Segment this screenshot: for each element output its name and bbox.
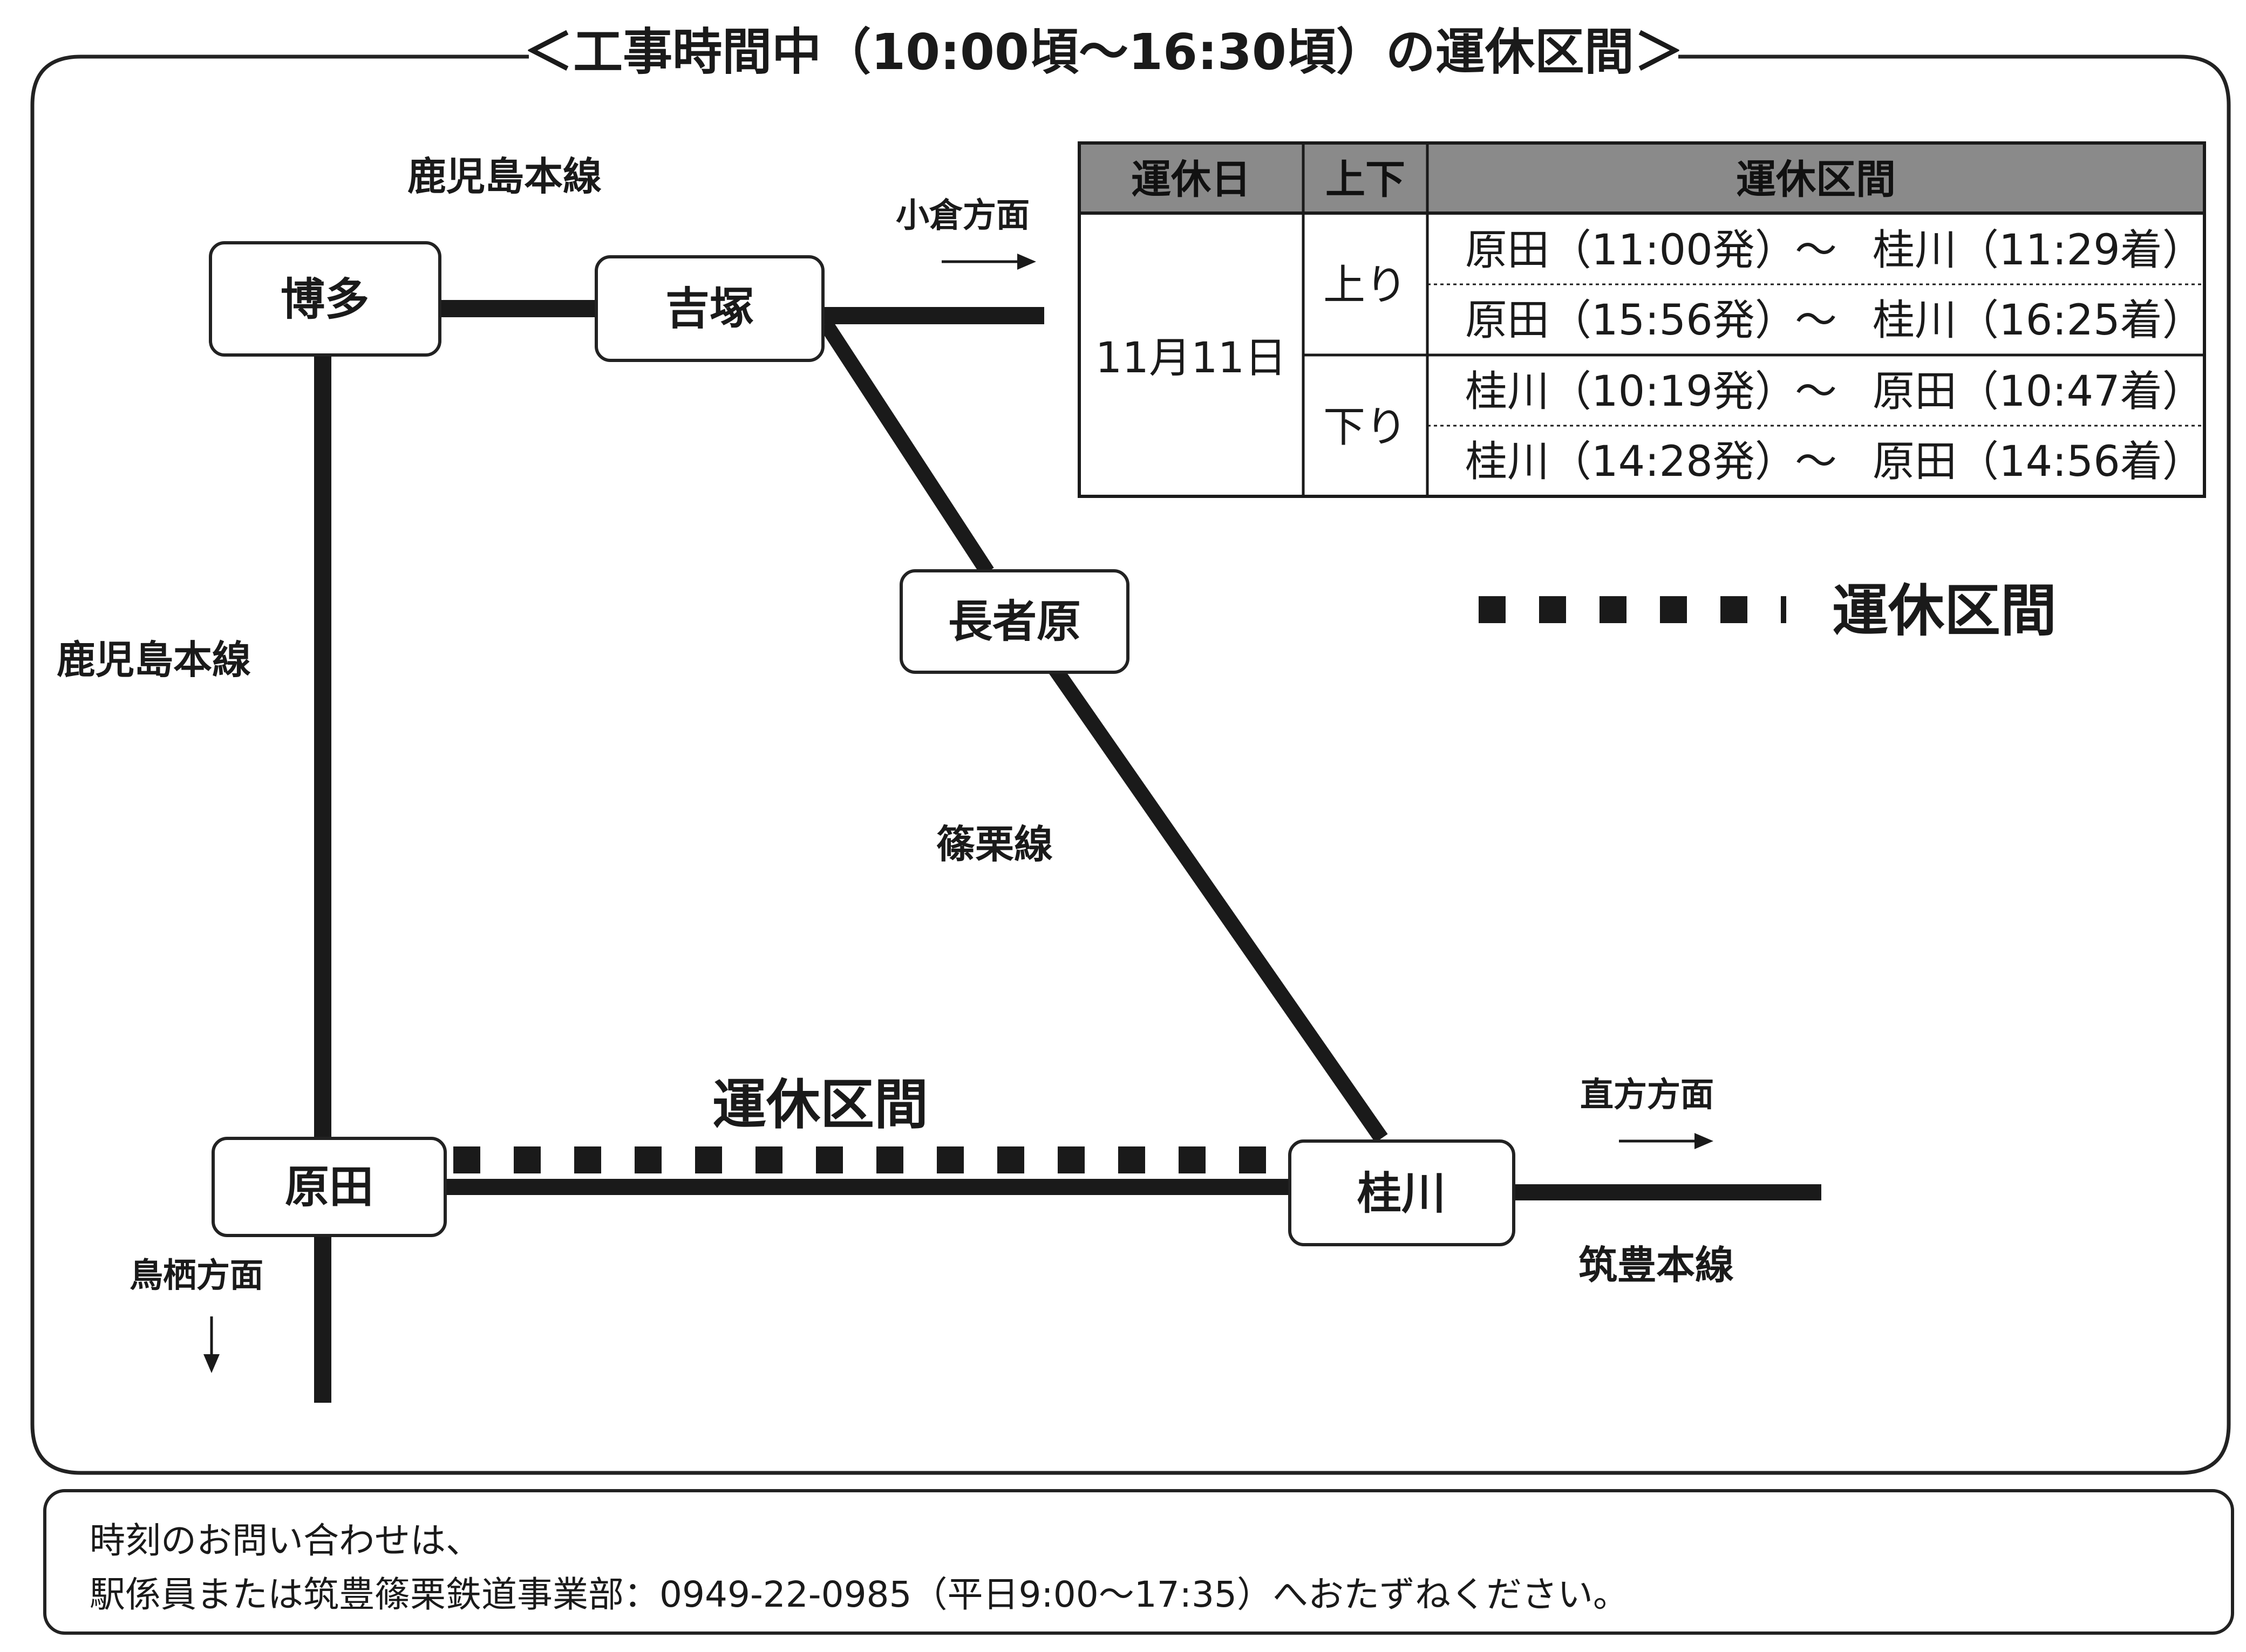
station-yoshizuka-label: 吉塚 — [665, 283, 754, 335]
station-harada-label: 原田 — [285, 1162, 373, 1213]
arrow-nogata-head — [1694, 1133, 1713, 1149]
station-hakata: 博多 — [209, 241, 441, 357]
row-3-from: 桂川（10:19発） — [1465, 367, 1797, 416]
line-chikuho: 筑豊本線 — [1578, 1243, 1734, 1288]
arrow-tosu-head — [203, 1354, 220, 1373]
row-4-to: 原田（14:56着） — [1873, 438, 2204, 486]
station-yoshizuka: 吉塚 — [595, 255, 825, 362]
track-yoshizuka-chojabaru — [819, 319, 994, 576]
header-date: 運休日 — [1131, 156, 1251, 203]
page-title: ＜工事時間中（10:00頃〜16:30頃）の運休区間＞ — [523, 23, 1684, 81]
route-map: ＜工事時間中（10:00頃〜16:30頃）の運休区間＞ 運休区間 運休区間 博多… — [30, 23, 2231, 1475]
row-3-to: 原田（10:47着） — [1873, 367, 2204, 416]
header-direction: 上下 — [1325, 156, 1405, 203]
row-2-from: 原田（15:56発） — [1465, 296, 1797, 345]
row-2-sep: 〜 — [1795, 296, 1837, 345]
row-1-sep: 〜 — [1795, 226, 1837, 275]
table-border — [1078, 141, 2206, 498]
station-chojabaru-label: 長者原 — [948, 596, 1081, 647]
line-sasaguri: 篠栗線 — [936, 822, 1053, 867]
direction-nogata: 直方方面 — [1580, 1075, 1714, 1114]
line-kagoshima-top: 鹿児島本線 — [407, 154, 602, 199]
cell-date: 11月11日 — [1095, 334, 1287, 383]
line-kagoshima-left: 鹿児島本線 — [57, 637, 251, 682]
station-keisen-label: 桂川 — [1357, 1168, 1446, 1219]
arrow-kokura-head — [1017, 254, 1036, 270]
cell-direction-down: 下り — [1323, 403, 1407, 452]
legend-label: 運休区間 — [1832, 578, 2057, 644]
direction-tosu: 鳥栖方面 — [130, 1255, 263, 1295]
station-chojabaru: 長者原 — [900, 569, 1129, 674]
station-hakata-label: 博多 — [281, 274, 369, 325]
row-2-to: 桂川（16:25着） — [1873, 296, 2204, 345]
header-section: 運休区間 — [1736, 156, 1896, 203]
map-frame — [30, 54, 2231, 1475]
footer-line-1: 時刻のお問い合わせは、 — [90, 1520, 481, 1561]
row-1-to: 桂川（11:29着） — [1873, 226, 2204, 275]
contact-footer: 時刻のお問い合わせは、 駅係員または筑豊篠栗鉄道事業部：0949-22-0985… — [43, 1489, 2234, 1635]
row-3-sep: 〜 — [1795, 367, 1837, 416]
station-harada: 原田 — [212, 1137, 447, 1237]
suspended-section-label: 運休区間 — [712, 1073, 928, 1136]
footer-line-2: 駅係員または筑豊篠栗鉄道事業部：0949-22-0985（平日9:00〜17:3… — [90, 1574, 1629, 1615]
row-1-from: 原田（11:00発） — [1465, 226, 1797, 275]
direction-kokura: 小倉方面 — [896, 195, 1030, 235]
cell-direction-up: 上り — [1323, 261, 1407, 310]
row-4-from: 桂川（14:28発） — [1465, 438, 1797, 486]
table-header-bg — [1079, 143, 2204, 213]
station-keisen: 桂川 — [1288, 1139, 1515, 1246]
track-chojabaru-keisen — [1049, 665, 1388, 1143]
row-4-sep: 〜 — [1795, 438, 1837, 486]
suspension-table: 運休日 上下 運休区間 11月11日 上り 下り 原田（11:00発） 〜 桂川… — [1078, 141, 2206, 498]
